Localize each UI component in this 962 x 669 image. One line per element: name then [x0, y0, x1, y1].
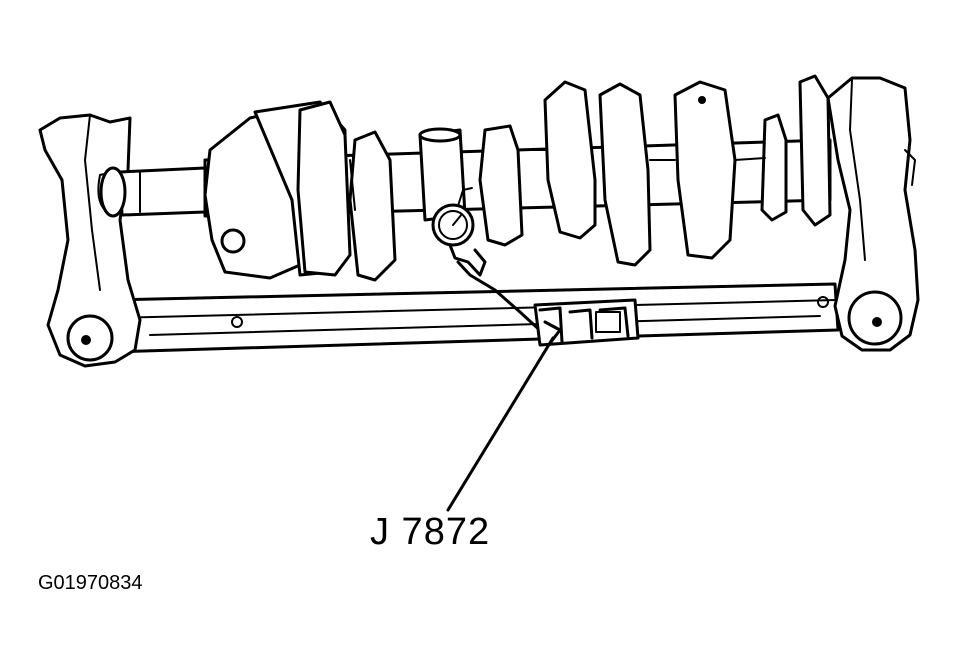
- dial-indicator: [431, 187, 547, 337]
- leader-line: [446, 336, 555, 512]
- magnetic-base-tool: [533, 298, 640, 348]
- crankshaft: [99, 74, 832, 282]
- figure-identifier: G01970834: [38, 572, 143, 594]
- right-support-stand: [826, 76, 920, 352]
- support-bench-rail: [108, 282, 840, 354]
- left-support-stand: [38, 113, 142, 368]
- tool-callout-label: J 7872: [370, 511, 491, 553]
